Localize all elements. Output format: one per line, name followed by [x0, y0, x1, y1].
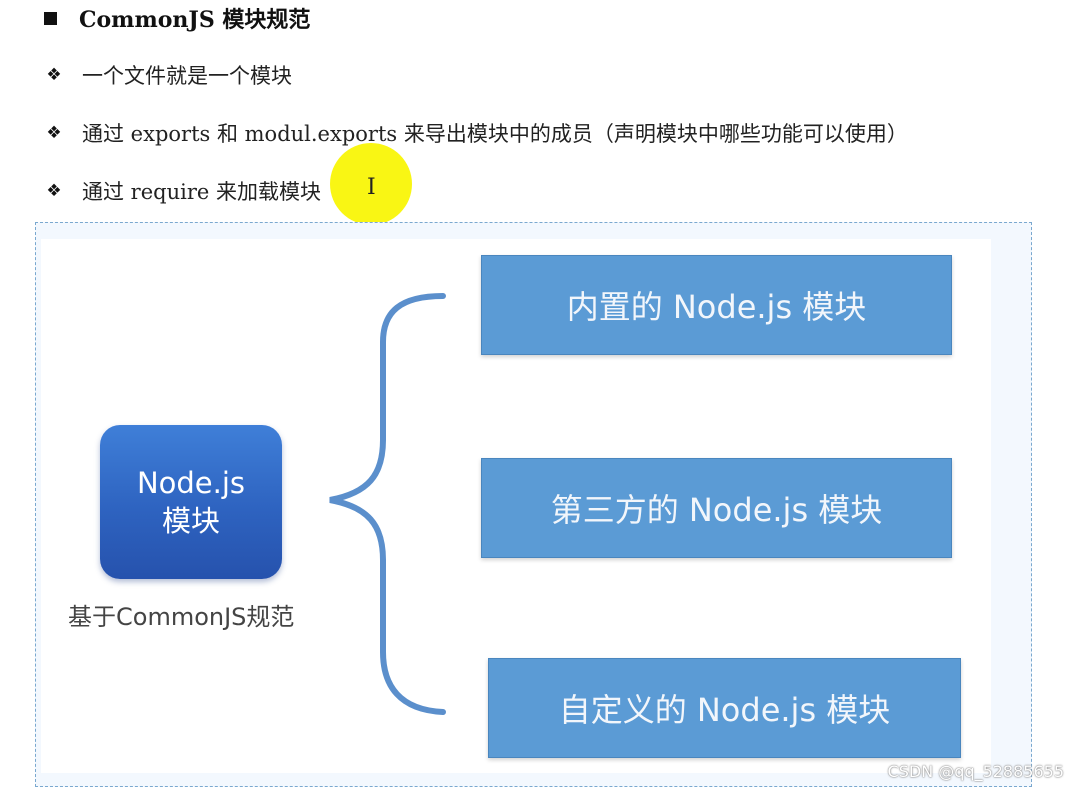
diamond-bullet-icon: ❖ — [46, 181, 62, 201]
root-caption: 基于CommonJS规范 — [68, 603, 295, 631]
bullet-text: 通过 require 来加载模块 — [82, 180, 321, 204]
bullet-item: ❖ 通过 exports 和 modul.exports 来导出模块中的成员（声… — [44, 117, 908, 149]
root-line-2: 模块 — [161, 504, 220, 538]
square-bullet-icon — [44, 11, 57, 25]
section-heading: CommonJS 模块规范 — [44, 4, 311, 33]
builtin-module-box: 内置的 Node.js 模块 — [481, 255, 952, 355]
bullet-text: 一个文件就是一个模块 — [82, 64, 292, 88]
diamond-bullet-icon: ❖ — [46, 123, 62, 143]
heading-text: CommonJS 模块规范 — [79, 7, 311, 33]
bullet-item: ❖ 通过 require 来加载模块 — [44, 175, 321, 207]
nodejs-module-box: Node.js 模块 — [100, 425, 282, 579]
third-party-module-box: 第三方的 Node.js 模块 — [481, 458, 952, 558]
cursor-highlight — [330, 143, 412, 225]
custom-module-box: 自定义的 Node.js 模块 — [488, 658, 961, 758]
bullet-text: 通过 exports 和 modul.exports 来导出模块中的成员（声明模… — [82, 122, 908, 146]
watermark: CSDN @qq_52885655 — [887, 762, 1064, 781]
bullet-item: ❖ 一个文件就是一个模块 — [44, 59, 292, 91]
text-cursor-icon: I — [367, 175, 376, 200]
root-line-1: Node.js — [136, 466, 246, 500]
diamond-bullet-icon: ❖ — [46, 65, 62, 85]
